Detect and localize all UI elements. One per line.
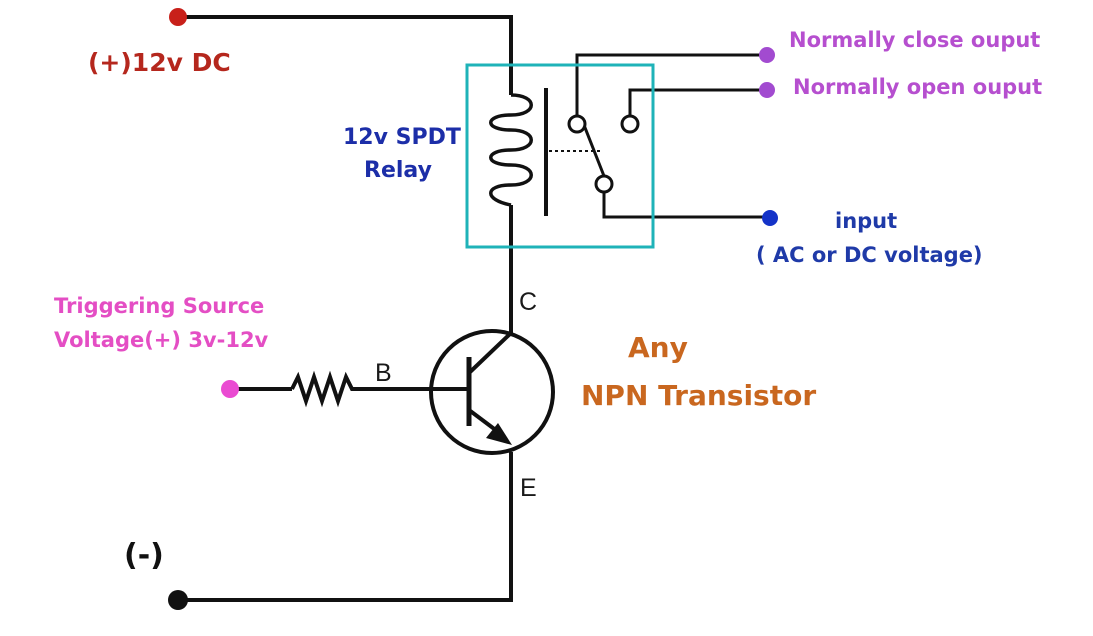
trigger-label-line2: Voltage(+) 3v-12v <box>54 328 269 352</box>
emitter-arrow-icon <box>486 423 512 445</box>
relay-label-line2: Relay <box>364 158 432 183</box>
power-terminal-dot <box>169 8 187 26</box>
input-label-line2: ( AC or DC voltage) <box>756 243 983 267</box>
base-pin-label: B <box>375 359 392 387</box>
relay-coil <box>489 93 533 207</box>
no-output-terminal-dot <box>759 82 775 98</box>
input-wire <box>602 192 767 219</box>
no-contact <box>620 114 640 134</box>
common-contact <box>594 174 614 194</box>
no-output-wire <box>628 88 767 118</box>
nc-output-terminal-dot <box>759 47 775 63</box>
transistor-collector-lead <box>467 331 513 375</box>
nc-contact <box>567 114 587 134</box>
transistor-label-line1: Any <box>628 331 688 364</box>
base-resistor <box>290 370 357 408</box>
nc-output-label: Normally close ouput <box>789 28 1041 52</box>
emitter-ground-wire <box>178 452 513 602</box>
ground-terminal-dot <box>168 590 188 610</box>
no-output-label: Normally open ouput <box>793 75 1043 99</box>
emitter-pin-label: E <box>520 474 537 502</box>
input-terminal-dot <box>762 210 778 226</box>
trigger-terminal-dot <box>221 380 239 398</box>
relay-label-line1: 12v SPDT <box>343 125 461 150</box>
nc-output-wire <box>575 53 767 118</box>
relay-armature <box>580 119 606 177</box>
transistor-label-line2: NPN Transistor <box>581 379 817 412</box>
ground-label: (-) <box>124 538 164 573</box>
power-wire <box>178 15 513 95</box>
power-label: (+)12v DC <box>88 48 231 77</box>
transistor-body <box>429 329 555 455</box>
relay-box <box>465 63 655 249</box>
collector-pin-label: C <box>519 288 538 316</box>
input-label-line1: input <box>835 209 898 233</box>
trigger-label-line1: Triggering Source <box>54 294 265 318</box>
